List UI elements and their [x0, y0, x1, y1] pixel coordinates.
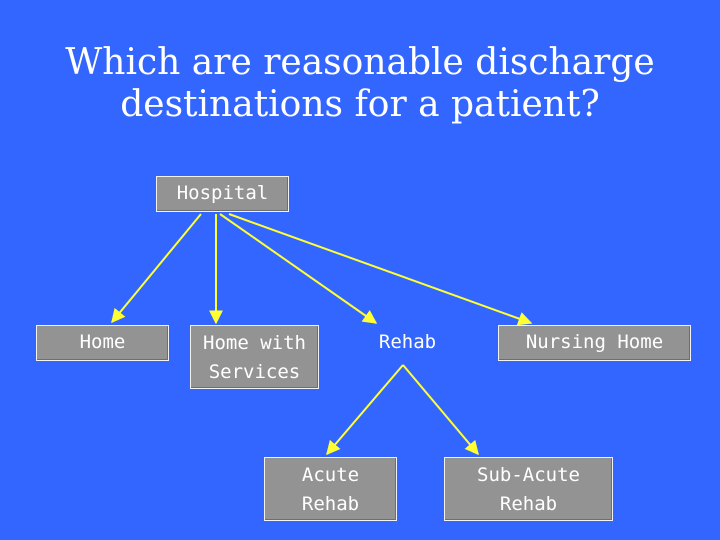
node-rehab: Rehab: [378, 331, 437, 353]
connector-hospital-home: [111, 213, 202, 324]
title-line-2: destinations for a patient?: [120, 84, 600, 125]
node-home-with-services: Home with Services: [190, 325, 319, 389]
connector-rehab-acute-rehab: [326, 364, 404, 456]
node-sub-acute-rehab: Sub-Acute Rehab: [444, 457, 613, 521]
connector-rehab-sub-acute-rehab: [402, 364, 479, 456]
node-home: Home: [36, 325, 169, 361]
title-line-1: Which are reasonable discharge: [65, 42, 655, 83]
node-acute-rehab: Acute Rehab: [264, 457, 397, 521]
node-nursing-home: Nursing Home: [498, 325, 691, 361]
connector-hospital-nursing-home: [228, 213, 533, 326]
slide-title: Which are reasonable discharge destinati…: [40, 42, 680, 126]
connector-hospital-rehab: [219, 213, 378, 324]
node-hospital: Hospital: [156, 176, 289, 212]
